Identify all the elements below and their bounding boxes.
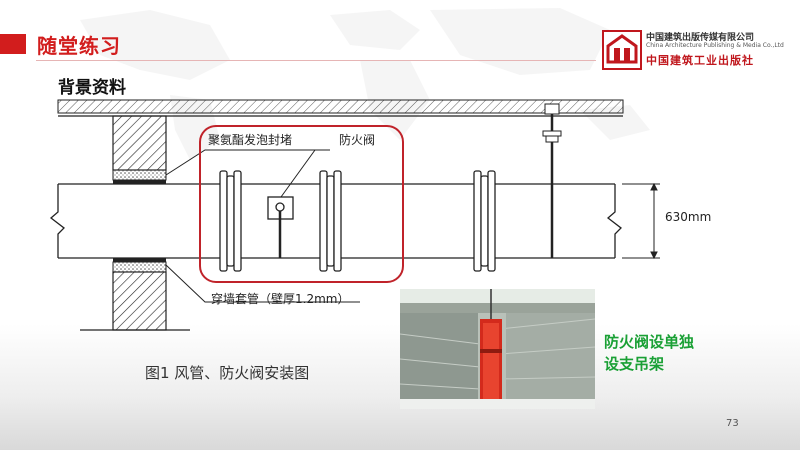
publisher-brand: 中国建筑工业出版社 bbox=[646, 54, 754, 67]
duct-flanges bbox=[219, 170, 496, 272]
title-divider bbox=[36, 60, 596, 61]
duct-installation-diagram bbox=[49, 99, 660, 331]
wall-upper bbox=[112, 115, 167, 184]
label-fire-damper: 防火阀 bbox=[339, 133, 376, 147]
publisher-name-en: China Architecture Publishing & Media Co… bbox=[646, 42, 784, 49]
label-dimension: 630mm bbox=[665, 210, 712, 224]
slide-title: 随堂练习 bbox=[37, 34, 121, 58]
fire-damper-highlight bbox=[199, 125, 404, 283]
publisher-logo-icon bbox=[602, 30, 642, 70]
hanger-support bbox=[542, 103, 562, 258]
photo-caption: 防火阀设单独 设支吊架 bbox=[604, 331, 694, 375]
label-sealant: 聚氨酯发泡封堵 bbox=[208, 133, 293, 147]
label-wall-sleeve: 穿墙套管（壁厚1.2mm） bbox=[211, 292, 350, 306]
photo-caption-line-1: 防火阀设单独 bbox=[604, 333, 695, 351]
photo-caption-line-2: 设支吊架 bbox=[604, 355, 665, 373]
publisher-name-cn: 中国建筑出版传媒有限公司 bbox=[646, 33, 755, 43]
dimension-line bbox=[622, 182, 660, 260]
wall-lower bbox=[80, 258, 190, 331]
ceiling-slab bbox=[57, 99, 624, 117]
section-subtitle: 背景资料 bbox=[58, 78, 126, 98]
figure-caption: 图1 风管、防火阀安装图 bbox=[145, 364, 310, 382]
fire-damper-actuator bbox=[267, 196, 294, 258]
title-accent-bar bbox=[0, 34, 26, 54]
leader-lines bbox=[165, 149, 360, 303]
installation-photo bbox=[400, 289, 595, 409]
page-number: 73 bbox=[726, 418, 739, 429]
